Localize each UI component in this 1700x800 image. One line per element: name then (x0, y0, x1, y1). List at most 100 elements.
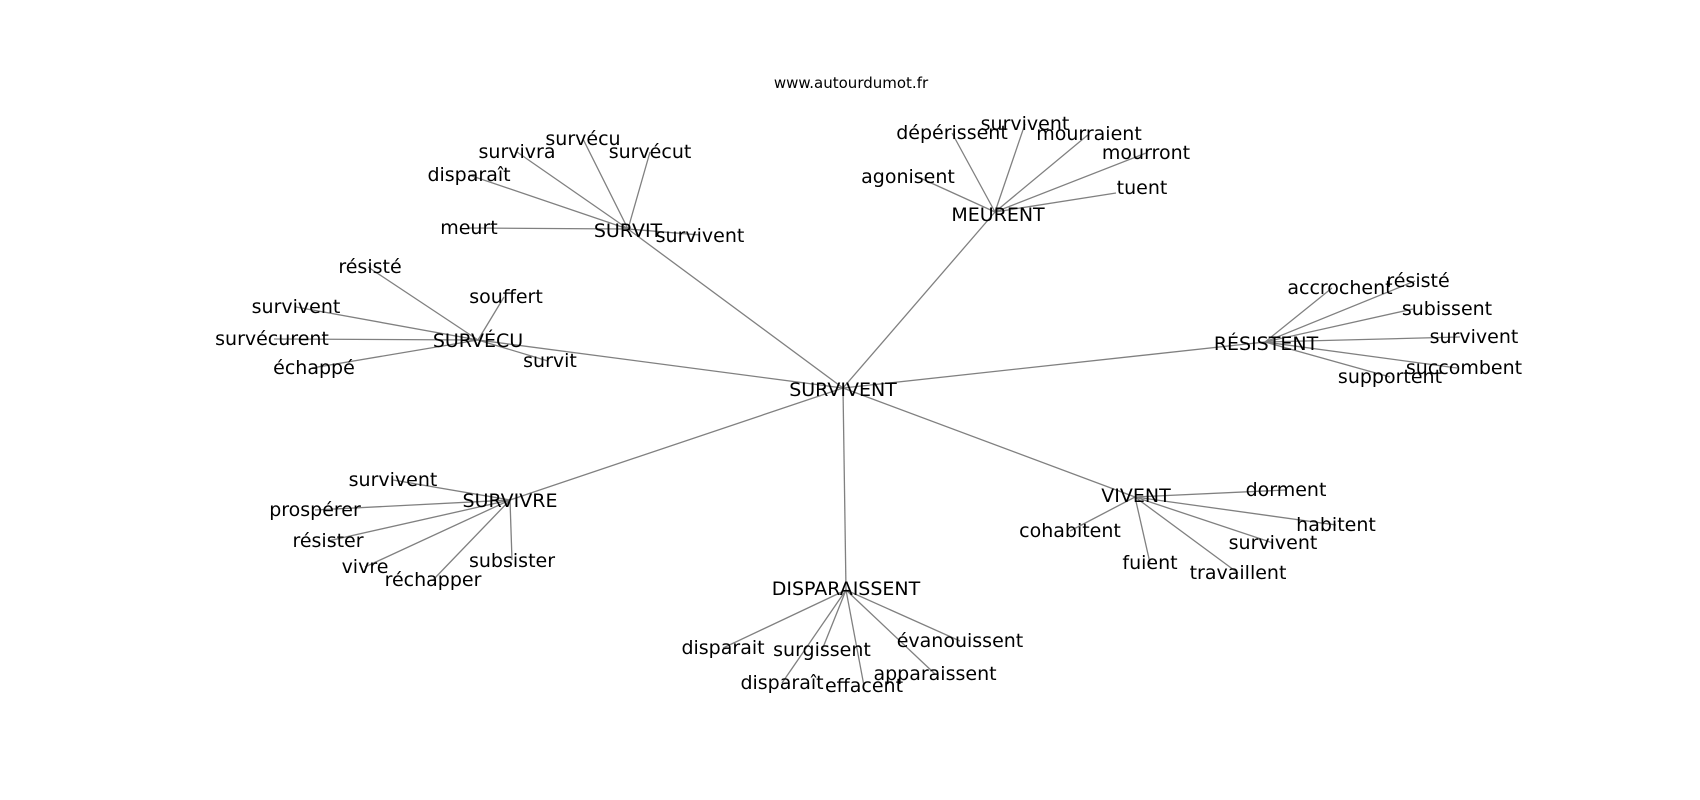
node-leaf-survivre-survivent: survivent (349, 469, 438, 491)
node-hub-survecu: SURVÉCU (433, 329, 523, 352)
node-leaf-resistent-accrochent: accrochent (1287, 277, 1392, 299)
node-hub-disparaissent: DISPARAISSENT (772, 578, 921, 600)
node-leaf-survivre-prosperer: prospérer (269, 499, 361, 521)
node-leaf-meurent-agonisent: agonisent (861, 166, 955, 188)
node-hub-survit: SURVIT (594, 220, 663, 242)
edge-center-survecu (477, 339, 844, 389)
edge-meurent-tuent (994, 192, 1117, 213)
edge-survit-survecut (627, 151, 651, 230)
edge-center-meurent (842, 211, 996, 389)
node-leaf-resistent-resiste: résisté (1386, 270, 1449, 292)
node-leaf-survivre-rechapper: réchapper (385, 569, 482, 591)
node-leaf-survivre-vivre: vivre (342, 556, 389, 578)
node-leaf-vivent-habitent: habitent (1296, 514, 1376, 536)
node-center-survivent: SURVIVENT (789, 379, 897, 401)
edge-resistent-subissent (1264, 308, 1414, 343)
edge-center-vivent (842, 387, 1136, 498)
edge-vivent-cohabitent (1069, 496, 1136, 532)
edge-survecu-resiste (367, 266, 479, 341)
node-leaf-resistent-subissent: subissent (1402, 298, 1492, 320)
edge-survivre-vivre (364, 499, 511, 568)
edge-survit-disparait (468, 174, 629, 230)
node-leaf-survit-meurt: meurt (440, 217, 498, 239)
node-leaf-meurent-mourront: mourront (1102, 142, 1190, 164)
edge-resistent-resiste (1264, 280, 1416, 343)
edge-meurent-deperissent (951, 132, 996, 213)
node-leaf-survecu-survit: survit (523, 350, 577, 372)
node-leaf-survit-survecut: survécut (609, 141, 692, 163)
edge-vivent-habitent (1134, 496, 1337, 526)
node-leaf-survivre-subsister: subsister (469, 550, 555, 572)
edge-disparaissent-surgissent (821, 589, 847, 651)
edge-survecu-survecurent (273, 338, 479, 341)
edge-survivre-survivent (392, 479, 511, 501)
edge-survecu-survivent (295, 306, 479, 341)
node-leaf-vivent-fuient: fuient (1122, 552, 1177, 574)
node-hub-survivre: SURVIVRE (463, 490, 558, 512)
edge-center-resistent (842, 341, 1266, 389)
node-hub-meurent: MEURENT (951, 204, 1045, 226)
node-leaf-vivent-cohabitent: cohabitent (1019, 520, 1121, 542)
node-leaf-meurent-tuent: tuent (1117, 177, 1168, 199)
edge-disparaissent-evanouissent (845, 589, 961, 642)
site-watermark: www.autourdumot.fr (774, 74, 929, 92)
edge-survivre-prosperer (314, 499, 511, 511)
edge-survecu-survit (477, 339, 549, 362)
edge-meurent-survivent (994, 123, 1026, 213)
node-leaf-survivre-resister: résister (292, 530, 363, 552)
edge-disparaissent-disparait (781, 589, 847, 684)
edge-survivre-resister (327, 499, 511, 542)
node-leaf-meurent-survivent: survivent (981, 113, 1070, 135)
node-leaf-disparaissent-apparaissent: apparaissent (873, 663, 996, 685)
node-leaf-disparaissent-disparait: disparaît (740, 672, 823, 694)
edge-survit-survecu (582, 138, 629, 230)
edge-survit-survivent (627, 228, 701, 236)
edge-disparaissent-disparait (722, 589, 847, 649)
edge-vivent-fuient (1134, 496, 1151, 564)
graph-edges (273, 123, 1461, 687)
node-leaf-vivent-dorment: dorment (1246, 479, 1327, 501)
edge-center-disparaissent (842, 387, 847, 591)
node-leaf-disparaissent-surgissent: surgissent (773, 639, 871, 661)
node-leaf-survit-disparait: disparaît (427, 164, 510, 186)
node-leaf-survit-survivent: survivent (656, 225, 745, 247)
node-leaf-vivent-travaillent: travaillent (1190, 562, 1287, 584)
edge-resistent-survivent (1264, 336, 1461, 343)
node-leaf-disparaissent-effacent: effacent (825, 675, 903, 697)
edge-resistent-accrochent (1264, 287, 1333, 343)
node-leaf-disparaissent-disparait: disparait (681, 637, 764, 659)
node-leaf-vivent-survivent: survivent (1229, 532, 1318, 554)
node-leaf-survecu-souffert: souffert (469, 286, 543, 308)
edge-survit-meurt (468, 227, 629, 230)
edge-survit-survivra (516, 151, 629, 230)
edge-center-survivre (509, 387, 844, 501)
edge-resistent-supportent (1264, 341, 1391, 378)
node-leaf-meurent-deperissent: dépérissent (896, 122, 1008, 144)
edge-disparaissent-apparaissent (845, 589, 936, 675)
node-hub-vivent: VIVENT (1101, 485, 1171, 507)
node-leaf-survit-survivra: survivra (479, 141, 556, 163)
node-leaf-resistent-succombent: succombent (1406, 357, 1522, 379)
node-leaf-disparaissent-evanouissent: évanouissent (897, 630, 1024, 652)
edge-disparaissent-effacent (845, 589, 865, 687)
edge-vivent-survivent (1134, 496, 1274, 544)
node-leaf-survecu-resiste: résisté (338, 256, 401, 278)
node-leaf-survecu-survivent: survivent (252, 296, 341, 318)
edge-survivre-subsister (509, 499, 513, 561)
edge-survecu-souffert (477, 296, 505, 341)
node-leaf-resistent-survivent: survivent (1430, 326, 1519, 348)
edge-vivent-dorment (1134, 489, 1287, 498)
node-leaf-resistent-supportent: supportent (1338, 366, 1442, 388)
node-hub-resistent: RÉSISTENT (1214, 332, 1319, 355)
node-leaf-survecu-echappe: échappé (273, 357, 355, 379)
edge-resistent-succombent (1264, 341, 1458, 369)
node-leaf-survecu-survecurent: survécurent (215, 328, 329, 350)
edge-center-survit (627, 228, 844, 389)
edge-vivent-travaillent (1134, 496, 1239, 574)
edge-meurent-mourront (994, 152, 1147, 213)
edge-meurent-agonisent (917, 176, 996, 213)
node-leaf-meurent-mourraient: mourraient (1036, 123, 1142, 145)
edge-survivre-rechapper (432, 499, 511, 581)
